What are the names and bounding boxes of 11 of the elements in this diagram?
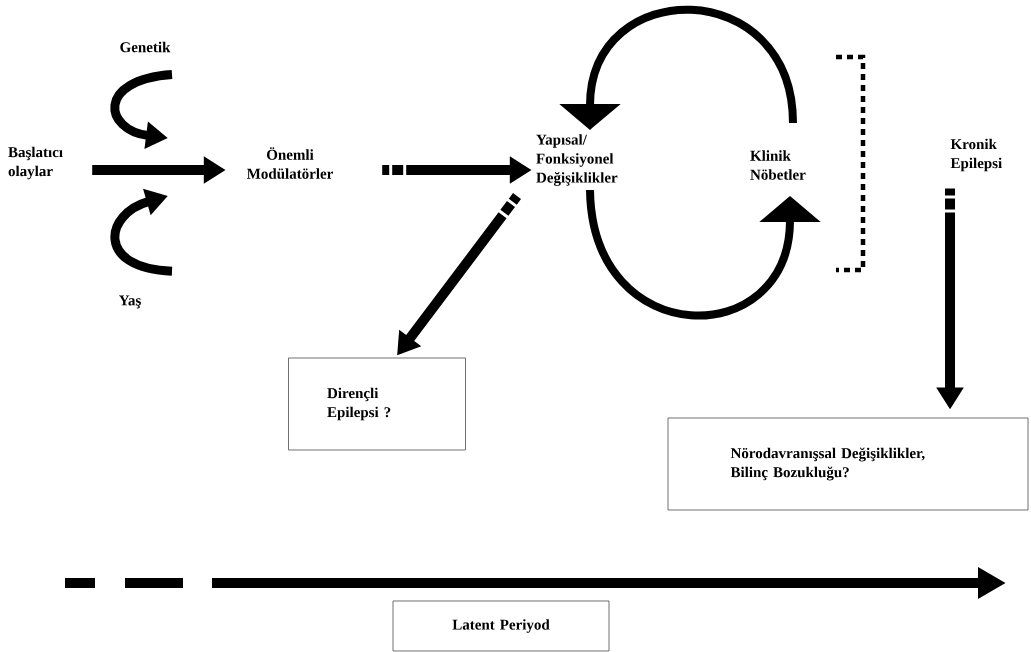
period-box: Latent Periyod xyxy=(392,600,610,652)
seizure-label: Klinik Nöbetler xyxy=(750,150,806,180)
modulator-label: Önemli Modülatörler xyxy=(246,147,333,179)
factor-label: Genetik xyxy=(120,41,171,53)
arrow xyxy=(110,188,173,276)
outcome-box: Nörodavranışsal Değişiklikler, Bilinç Bozukluğu? xyxy=(667,417,1029,511)
chronic-label: Kronik Epilepsi xyxy=(950,138,1002,172)
change-label: Yapısal/ Fonksiyonel Değişiklikler xyxy=(536,134,618,186)
event-label: Başlatıcı olaylar xyxy=(8,146,63,180)
factor-label: Yaş xyxy=(119,295,141,309)
outcome-box: Dirençli Epilepsi ? xyxy=(288,357,466,451)
